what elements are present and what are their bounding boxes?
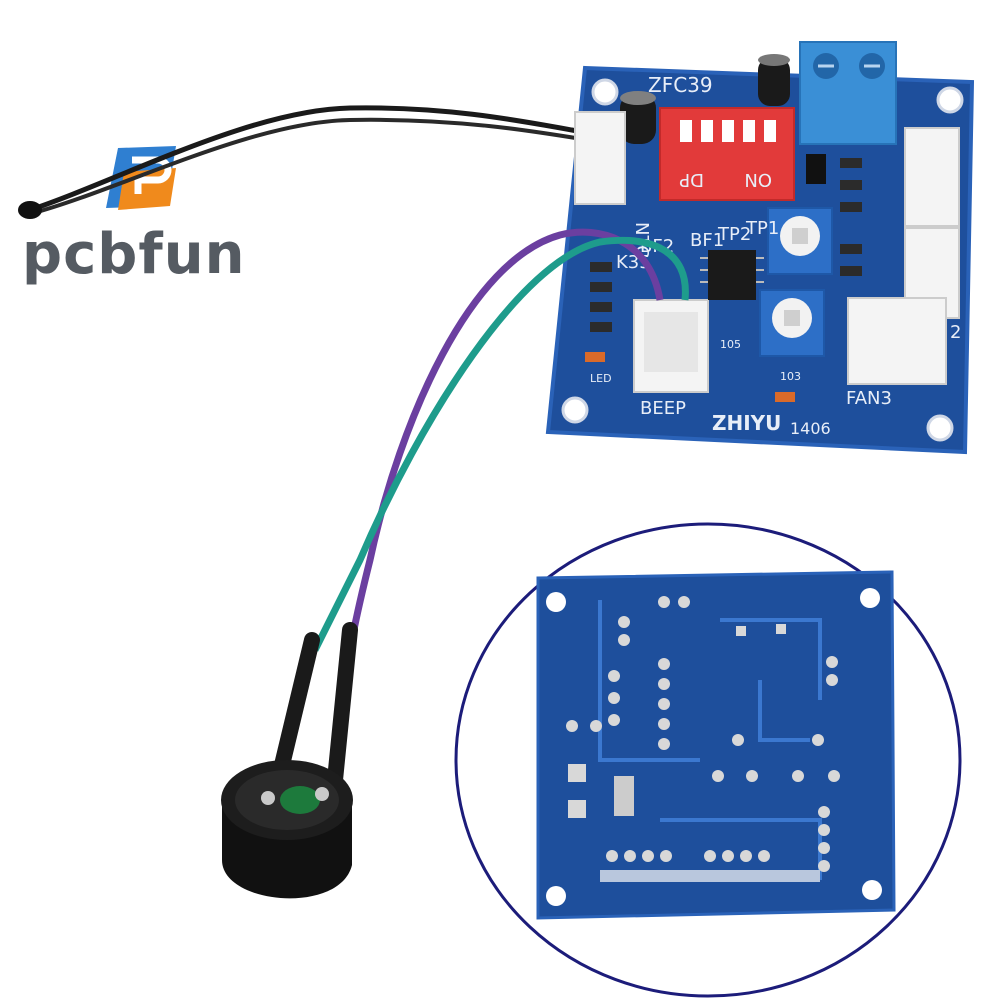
ic-chip: [700, 250, 764, 300]
fan2-label: 2: [950, 322, 961, 343]
beep-label: BEEP: [640, 398, 686, 419]
dip-switch: DP ON: [659, 107, 795, 201]
silkscreen-labels: ZFC39 NTC BF2 BF1 TP2 TP1 K35 BEEP ZHIYU…: [590, 73, 961, 438]
tp1-label: TP1: [745, 218, 779, 239]
led-label: LED: [590, 372, 612, 385]
dip-on-text: ON: [744, 169, 772, 190]
smd-components: [585, 154, 862, 402]
ntc-thermistor-wire: [18, 105, 601, 219]
beep-connector: [633, 299, 709, 393]
white-connectors: [574, 111, 960, 385]
year-label: 1406: [790, 419, 831, 438]
buzzer: [221, 760, 353, 899]
tp2-label: TP2: [717, 224, 751, 245]
brand-logo-text: pcbfun: [22, 222, 246, 287]
potentiometers: [759, 207, 833, 357]
pcb-back-inset: [454, 522, 962, 998]
fan3-label: FAN3: [846, 388, 892, 409]
pot-code-label: 103: [780, 370, 801, 383]
electrolytic-capacitor: [620, 54, 790, 144]
bf1-label: BF1: [690, 230, 724, 251]
dip-label-text: DP: [679, 169, 704, 190]
board-model-text: ZFC39: [648, 73, 713, 97]
maker-label: ZHIYU: [712, 411, 781, 435]
cap-label: 105: [720, 338, 741, 351]
screw-terminal-block: [799, 41, 897, 145]
